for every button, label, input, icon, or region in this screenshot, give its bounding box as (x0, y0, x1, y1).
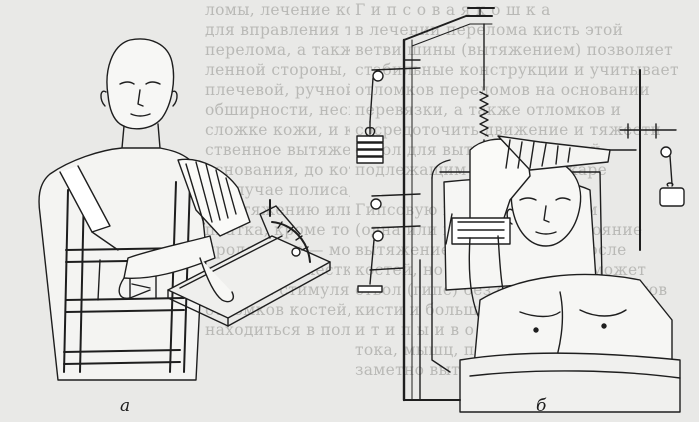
bg-right-line: ветви шины (вытяжением) позволяет (355, 41, 673, 59)
bg-left-line: обширности, несмотря на ратозных (205, 101, 350, 119)
bg-left-line: перелома, а также плечевой кости, (205, 41, 350, 59)
weight-stack-upper-left (356, 70, 384, 164)
bg-left-line: (в случае полиса, плечевого (к (205, 181, 350, 199)
bg-right-line: стабильные конструкции и учитывает (355, 61, 679, 79)
bg-right-line: перевязки, а также отломков и (355, 101, 622, 119)
bg-left-line: ленной стороны, с изоляцией (205, 61, 350, 79)
bg-left-line: ственное вытяжение позволяет (205, 141, 350, 159)
bandaged-arm-a (118, 158, 251, 299)
bg-right-line: в лечении перелома кисть этой (355, 21, 624, 39)
arm-support-platform (167, 199, 331, 327)
bg-left-line: сложке кожи, и котла дважды (205, 121, 350, 139)
bg-left-line: основания, до которых был лечен (205, 161, 350, 179)
bg-left-line: плечевой, ручной и перевязочной, (205, 81, 350, 99)
bg-right-line: сосредоточить движение и тяжести (355, 121, 662, 139)
weight-right (619, 69, 685, 251)
patient-head-a (106, 38, 175, 130)
bed-frame-b (431, 177, 451, 373)
traction-spring (477, 23, 491, 151)
weight-stack-lower-left (357, 198, 384, 293)
caption-a: а (120, 396, 131, 416)
bg-right-line: отломков переломов на основании (355, 81, 651, 99)
bg-right-line: Г и п с о в а я к о ш к а (355, 1, 551, 19)
bg-left-line: ломы, лечение которых сложно (205, 1, 350, 19)
raised-arm-b (445, 135, 611, 321)
bg-left-line: для вправления таза и длины (205, 21, 350, 39)
torso-splint-frame (63, 181, 191, 373)
caption-b: б (536, 396, 547, 416)
bg-left-line: находиться в положении (Шина (205, 321, 350, 339)
